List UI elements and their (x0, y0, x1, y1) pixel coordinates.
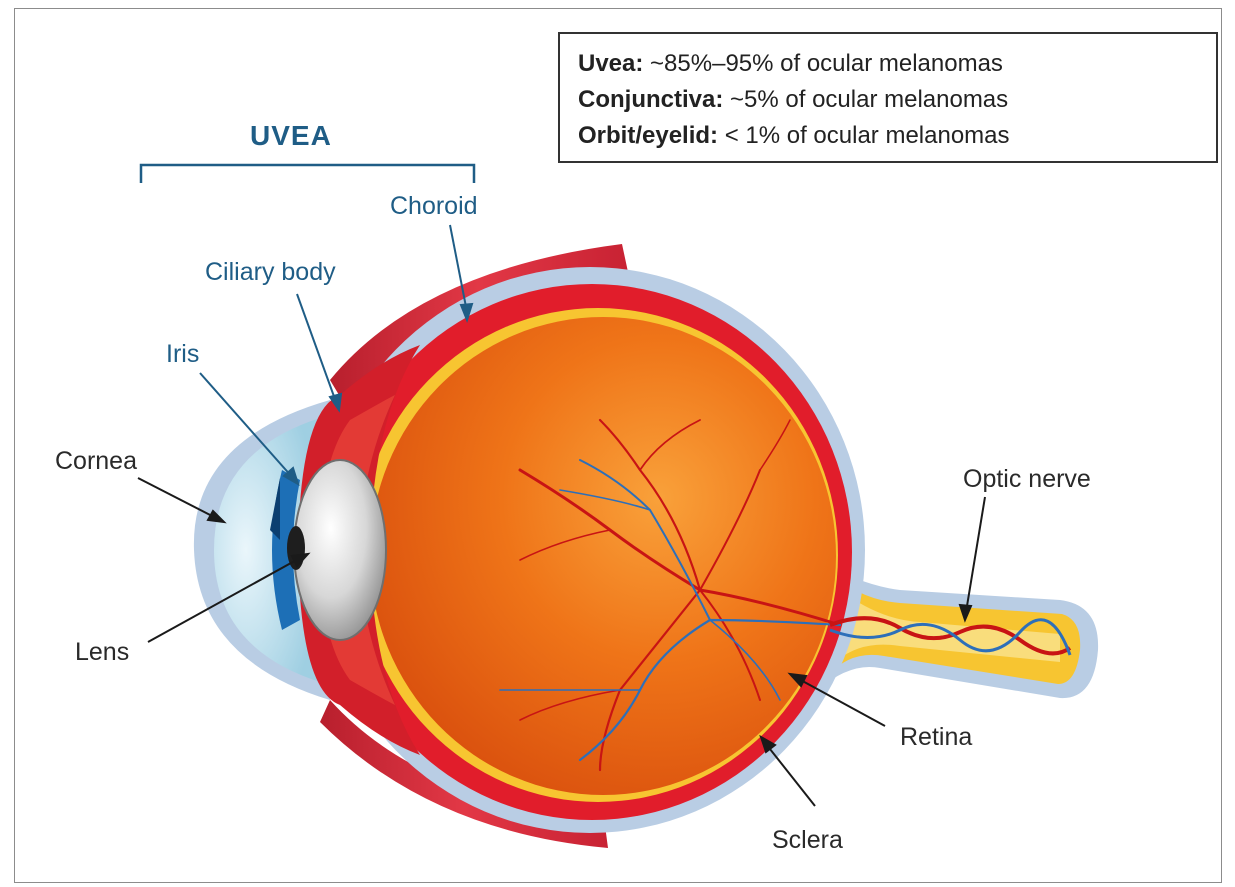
lens-shape (294, 460, 386, 640)
uvea-title: UVEA (250, 120, 332, 152)
melanoma-incidence-box: Uvea: ~85%–95% of ocular melanomas Conju… (558, 32, 1218, 163)
label-ciliary-body: Ciliary body (205, 258, 336, 287)
label-lens: Lens (75, 638, 129, 667)
label-sclera: Sclera (772, 826, 843, 855)
label-retina: Retina (900, 723, 972, 752)
label-optic-nerve: Optic nerve (963, 465, 1091, 494)
label-choroid: Choroid (390, 192, 478, 221)
label-iris: Iris (166, 340, 199, 369)
label-cornea: Cornea (55, 447, 137, 476)
sclera-pointer (766, 744, 815, 806)
vitreous-body (370, 317, 836, 795)
ciliary-body-pointer (297, 294, 336, 402)
legend-row-uvea: Uvea: ~85%–95% of ocular melanomas (578, 46, 1216, 82)
legend-row-orbit-eyelid: Orbit/eyelid: < 1% of ocular melanomas (578, 118, 1216, 154)
legend-row-conjunctiva: Conjunctiva: ~5% of ocular melanomas (578, 82, 1216, 118)
uvea-bracket (141, 165, 474, 183)
